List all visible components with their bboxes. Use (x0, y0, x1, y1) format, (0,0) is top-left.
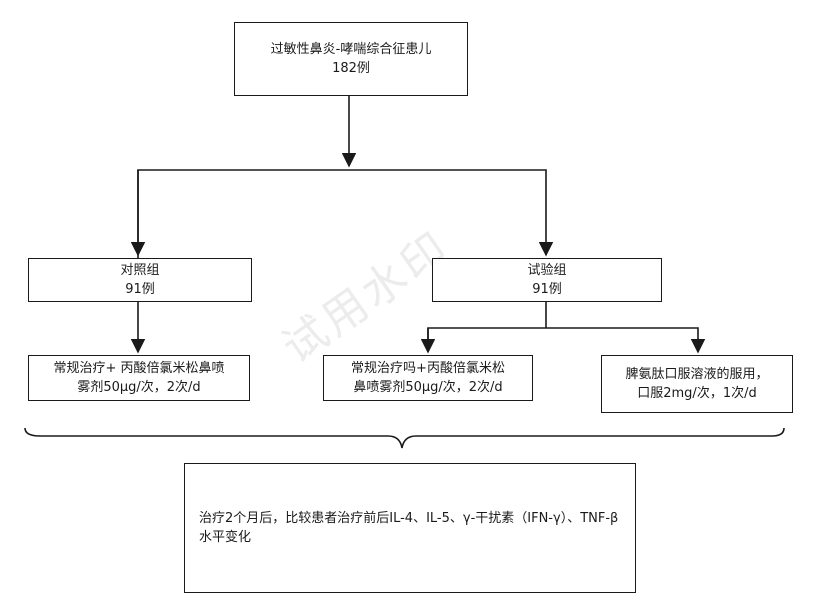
control-group-node: 对照组 91例 (28, 258, 252, 302)
test-group-node: 试验组 91例 (432, 258, 662, 302)
test-treatment-b-line1: 脾氨肽口服溶液的服用， (625, 367, 769, 382)
test-group-title: 试验组 (527, 263, 567, 278)
control-group-count: 91例 (125, 282, 155, 297)
outcome-node: 治疗2个月后，比较患者治疗前后IL-4、IL-5、γ-干扰素（IFN-γ）、TN… (184, 463, 636, 593)
control-treatment-line2: 雾剂50μg/次，2次/d (77, 380, 201, 395)
connector-root-split (137, 169, 554, 258)
root-node-count: 182例 (332, 61, 370, 76)
test-group-count: 91例 (532, 282, 562, 297)
test-treatment-a-line1: 常规治疗吗+丙酸倍氯米松 (351, 361, 505, 376)
connector-test-split (427, 327, 706, 354)
root-node-title: 过敏性鼻炎-哮喘综合征患儿 (270, 42, 432, 57)
root-node: 过敏性鼻炎-哮喘综合征患儿 182例 (234, 22, 468, 96)
test-treatment-b-line2: 口服2mg/次，1次/d (637, 386, 757, 401)
control-group-title: 对照组 (120, 263, 160, 278)
control-treatment-node: 常规治疗+ 丙酸倍氯米松鼻喷 雾剂50μg/次，2次/d (28, 355, 250, 401)
outcome-text: 治疗2个月后，比较患者治疗前后IL-4、IL-5、γ-干扰素（IFN-γ）、TN… (199, 511, 619, 545)
control-treatment-line1: 常规治疗+ 丙酸倍氯米松鼻喷 (53, 361, 225, 376)
test-treatment-a-line2: 鼻喷雾剂50μg/次，2次/d (353, 380, 503, 395)
summary-brace (24, 427, 785, 449)
test-treatment-a-node: 常规治疗吗+丙酸倍氯米松 鼻喷雾剂50μg/次，2次/d (323, 355, 533, 401)
test-treatment-b-node: 脾氨肽口服溶液的服用， 口服2mg/次，1次/d (601, 355, 793, 413)
